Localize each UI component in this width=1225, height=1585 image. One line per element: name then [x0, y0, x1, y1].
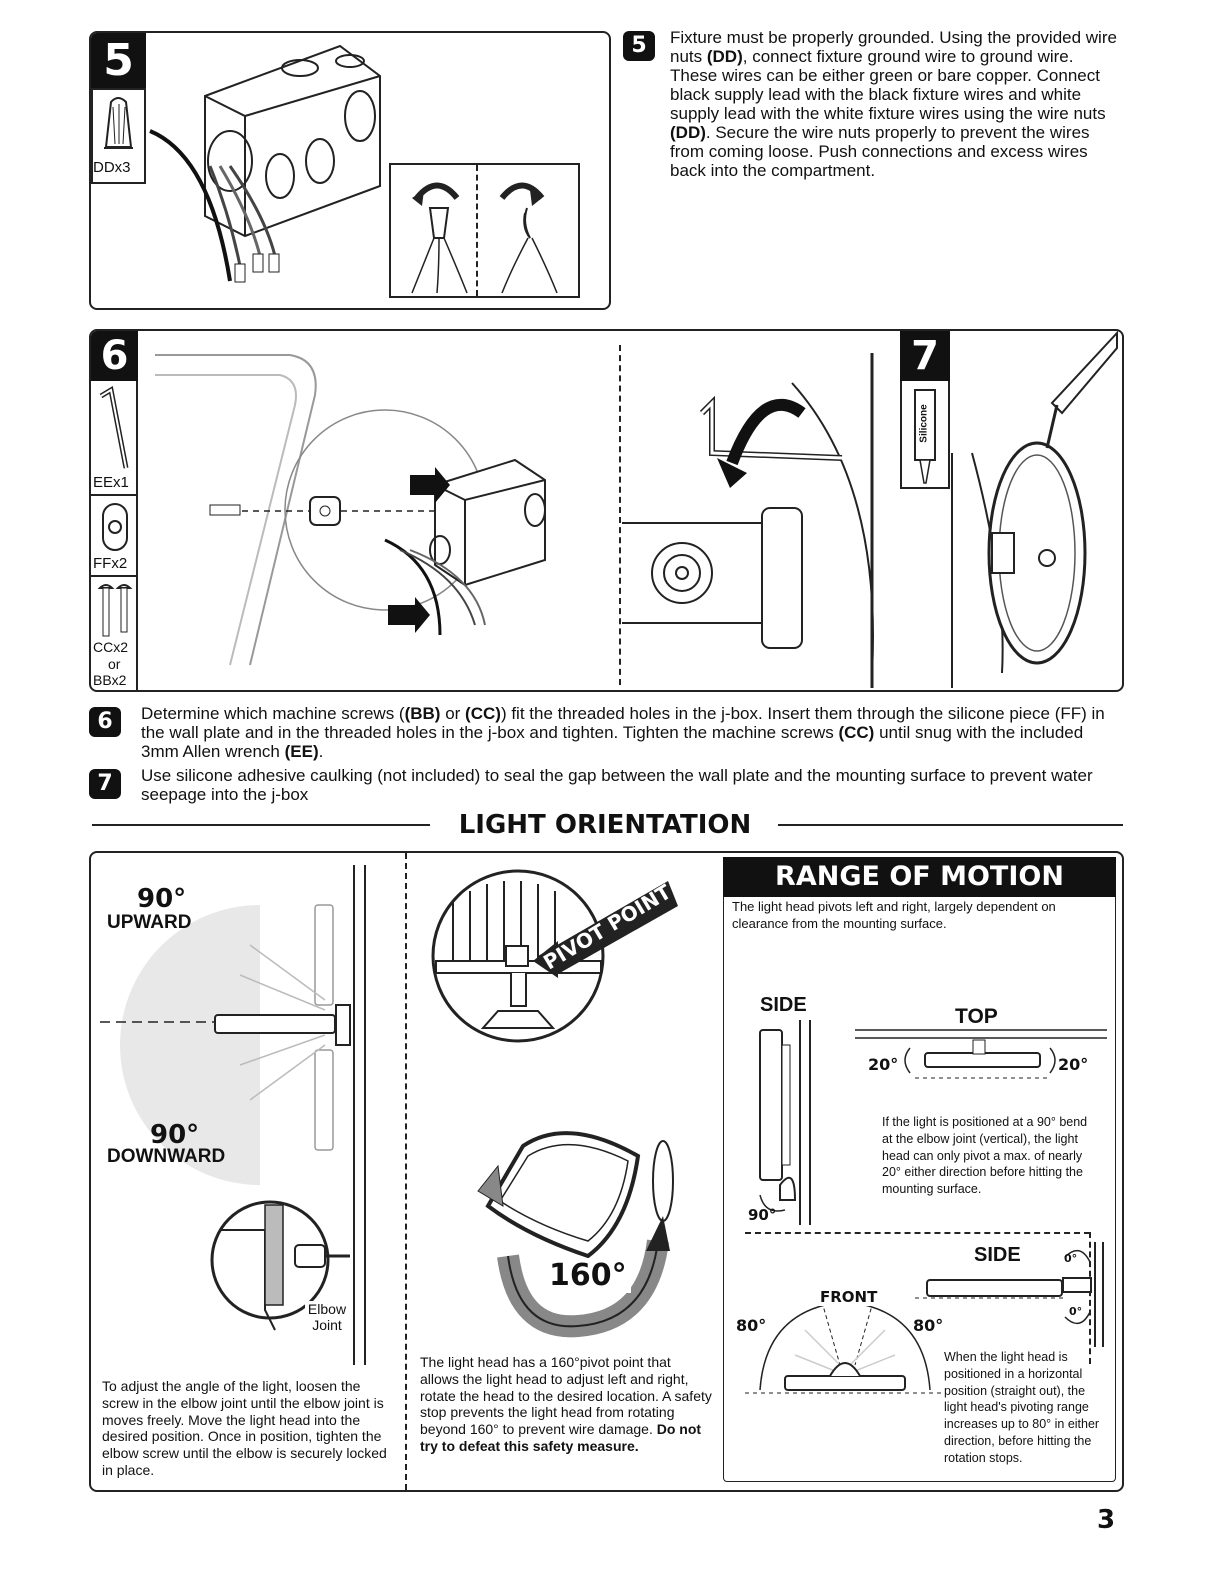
light-orientation-heading: LIGHT ORIENTATION: [458, 810, 752, 840]
wrench-tighten-illustration: [622, 353, 874, 688]
elbow-joint-label: Elbow Joint: [305, 1301, 349, 1333]
top-label: TOP: [955, 1005, 998, 1028]
tilt-range-illustration: [100, 865, 366, 1365]
deg-80-left: 80°: [736, 1316, 767, 1335]
wire-nut-icon: [104, 97, 133, 149]
allen-wrench-icon: [99, 386, 129, 469]
part-label-cc: CCx2: [93, 639, 129, 655]
upward-degree: 90°: [137, 884, 187, 914]
deg-90-label: 90°: [748, 1206, 777, 1224]
deg-0-bottom: 0°: [1069, 1305, 1083, 1318]
twist-nut-illustration: [411, 182, 558, 294]
caulking-illustration: [951, 330, 1118, 688]
part-label-bb: BBx2: [93, 672, 127, 688]
range-intro: The light head pivots left and right, la…: [732, 899, 1056, 931]
front-view-horizontal-illustration: [745, 1294, 945, 1394]
upward-label: UPWARD: [107, 912, 192, 933]
range-dashed-divider-v: [1089, 1232, 1091, 1364]
parts-divider-1: [91, 494, 138, 496]
part-label-ff: FFx2: [93, 555, 128, 572]
step6-badge: 6: [89, 707, 121, 737]
range-of-motion-title: RANGE OF MOTION: [723, 857, 1116, 897]
adjust-angle-instructions: To adjust the angle of the light, loosen…: [102, 1378, 387, 1478]
top-view-illustration: [855, 1029, 1107, 1079]
silicone-label: Silicone: [918, 404, 930, 443]
step7-badge: 7: [89, 769, 121, 799]
parts-box-dd: [91, 88, 146, 184]
parts-divider-2: [91, 575, 138, 577]
deg-0-top: 0°: [1064, 1252, 1078, 1265]
part-label-or: or: [108, 656, 121, 672]
step5-badge: 5: [623, 31, 655, 61]
part-label-ee: EEx1: [93, 474, 129, 491]
horizontal-position-note: When the light head is positioned in a h…: [944, 1350, 1100, 1465]
page-number: 3: [1097, 1505, 1116, 1535]
downward-degree: 90°: [150, 1120, 200, 1150]
side-label-bottom: SIDE: [974, 1244, 1021, 1266]
step6-instructions: Determine which machine screws ((BB) or …: [141, 704, 1105, 761]
machine-screw-icon: [97, 584, 133, 637]
orientation-divider: [405, 853, 407, 1490]
side-view-horizontal-illustration: [915, 1242, 1104, 1347]
step5-instructions: Fixture must be properly grounded. Using…: [670, 28, 1117, 180]
side-label-top: SIDE: [760, 994, 807, 1016]
front-label: FRONT: [818, 1288, 880, 1306]
vertical-position-note: If the light is positioned at a 90° bend…: [882, 1115, 1088, 1197]
step7-number: 7: [900, 331, 950, 381]
detail-divider: [476, 165, 478, 296]
deg-20-left: 20°: [868, 1055, 899, 1074]
step7-instructions: Use silicone adhesive caulking (not incl…: [141, 766, 1093, 804]
part-label-dd: DDx3: [93, 159, 131, 176]
step6-number: 6: [91, 331, 138, 381]
deg-20-right: 20°: [1058, 1055, 1089, 1074]
parts-column-step6: [91, 381, 138, 690]
heading-rule-right: [778, 824, 1123, 826]
step5-number: 5: [91, 33, 146, 88]
jbox-wiring-illustration: [149, 44, 381, 283]
downward-label: DOWNWARD: [107, 1146, 226, 1167]
wire-nut-detail-box: [389, 163, 580, 298]
step6-7-divider: [619, 345, 621, 685]
160-degree-label: 160°: [545, 1258, 631, 1293]
pivot-point-illustration: [431, 869, 678, 1338]
deg-80-right: 80°: [913, 1316, 944, 1335]
wallplate-install-illustration: [155, 354, 546, 666]
silicone-tube-icon: [914, 389, 936, 484]
heading-rule-left: [92, 824, 430, 826]
pivot-instructions: The light head has a 160°pivot point tha…: [420, 1354, 712, 1454]
side-view-vertical-illustration: [759, 1020, 811, 1225]
range-dashed-divider: [745, 1232, 1090, 1234]
silicone-piece-icon: [102, 503, 128, 551]
